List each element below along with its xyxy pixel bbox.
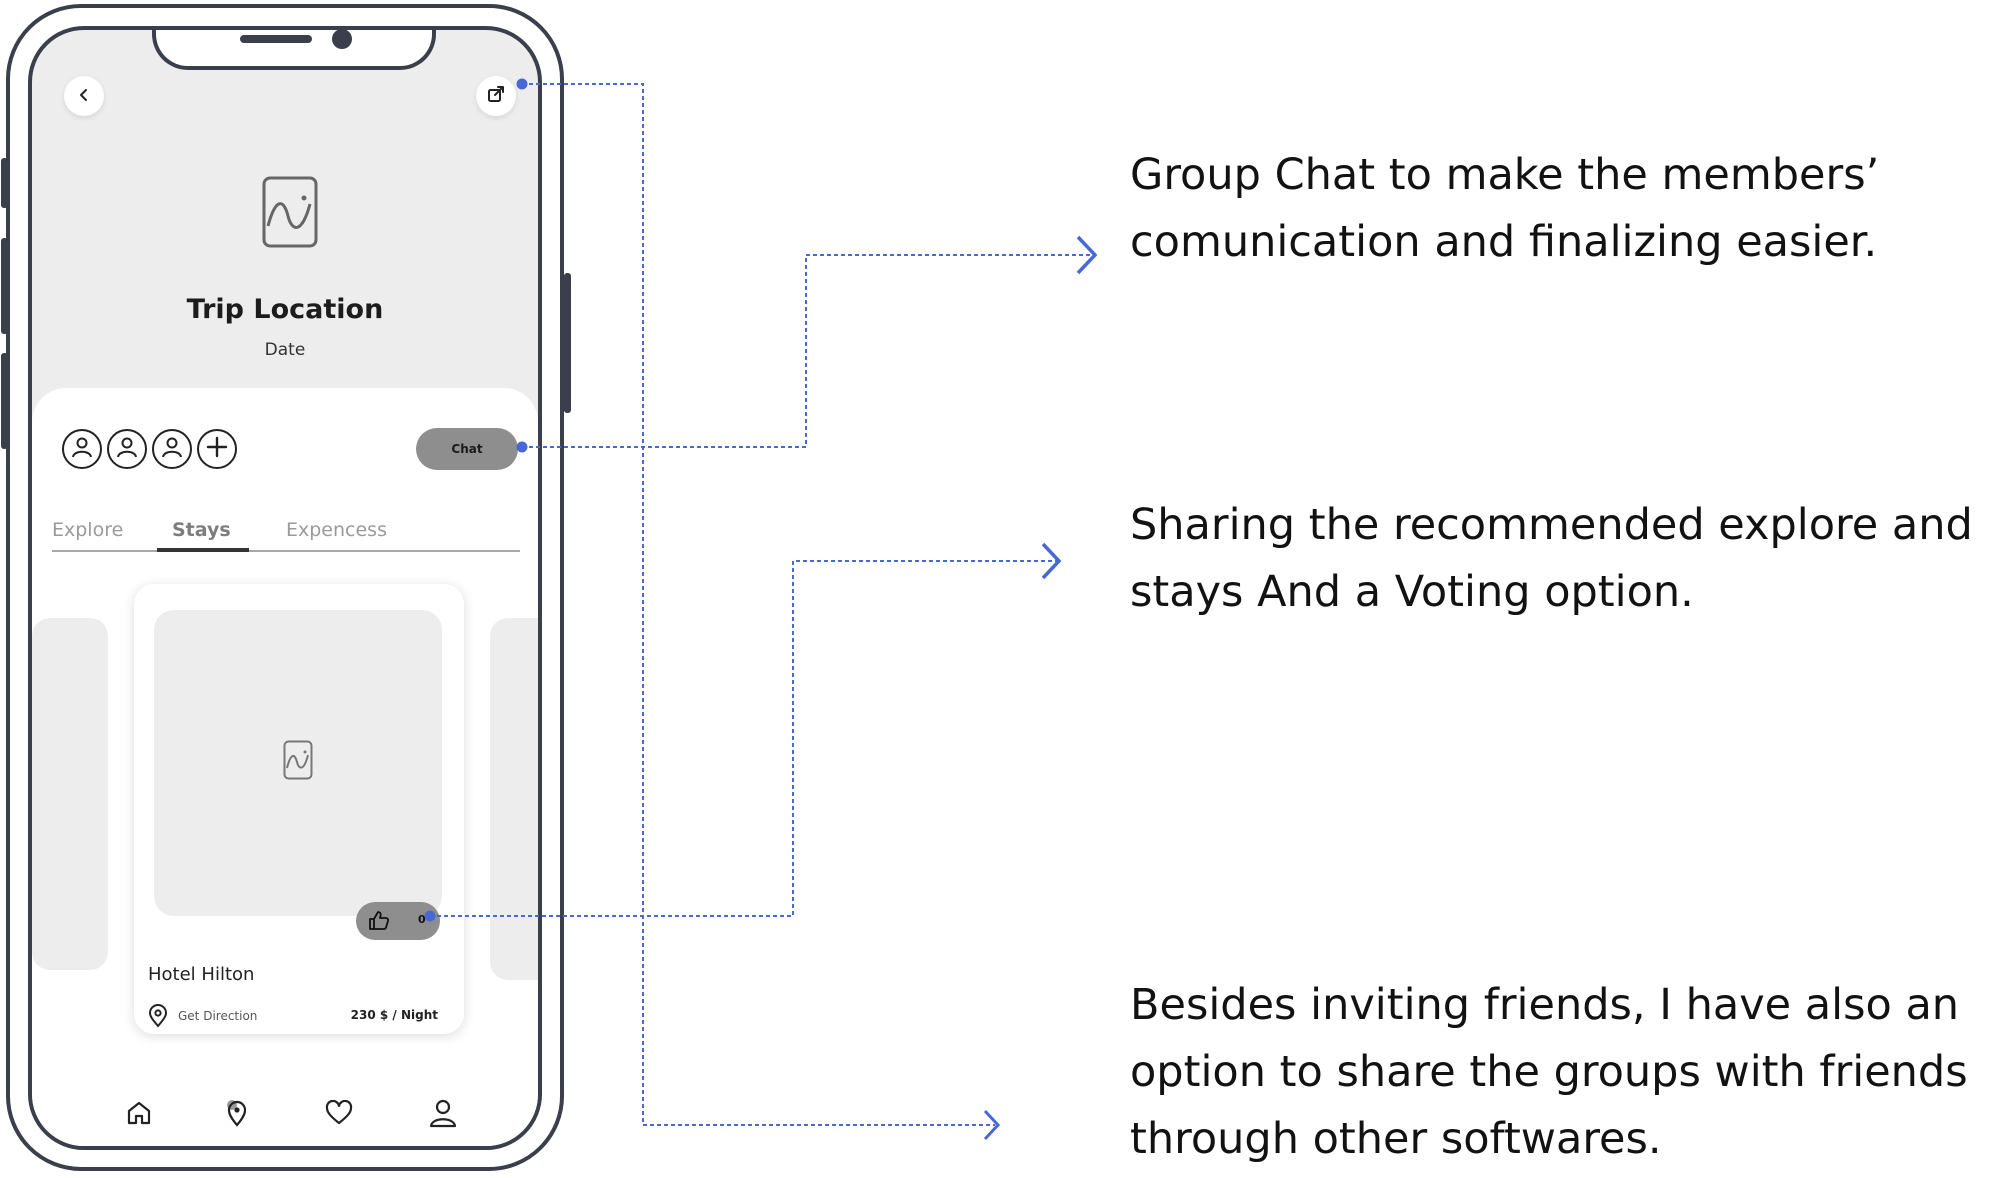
nav-favorites[interactable] — [322, 1098, 356, 1132]
chevron-left-icon — [77, 87, 91, 106]
voting-annotation: Sharing the recommended explore and stay… — [1130, 500, 1973, 617]
chat-connector-line — [522, 254, 1092, 448]
share-connector — [516, 78, 1001, 1141]
chat-connector — [516, 235, 1098, 453]
chat-arrowhead — [1076, 235, 1098, 275]
heart-icon — [325, 1099, 353, 1130]
get-direction-link[interactable]: Get Direction — [178, 1009, 258, 1023]
share-connector-line — [522, 83, 995, 1126]
share-arrowhead — [983, 1109, 1001, 1141]
camera — [332, 30, 352, 49]
trip-sheet: Chat Explore Stays Expencess 0 — [32, 388, 538, 1146]
thumbs-up-icon — [368, 910, 390, 934]
phone-frame: Trip Location Date Chat Explore Stays Ex… — [1, 4, 571, 1171]
image-placeholder-icon — [283, 740, 313, 784]
map-pin-icon — [223, 1098, 251, 1132]
profile-icon — [428, 1098, 458, 1132]
trip-image-placeholder-icon — [262, 176, 318, 252]
side-button-mute — [1, 158, 8, 208]
trip-date: Date — [264, 340, 306, 360]
nav-home[interactable] — [122, 1098, 156, 1132]
speaker — [240, 35, 312, 43]
tab-expencess[interactable]: Expencess — [286, 519, 387, 541]
member-avatar[interactable] — [107, 429, 147, 469]
tab-explore[interactable]: Explore — [52, 519, 124, 541]
vote-button[interactable]: 0 — [356, 902, 440, 940]
member-avatar[interactable] — [62, 429, 102, 469]
chat-button[interactable]: Chat — [416, 428, 518, 470]
nav-profile[interactable] — [426, 1098, 460, 1132]
share-button[interactable] — [476, 76, 516, 116]
user-icon — [160, 435, 184, 463]
side-button-volume-up — [1, 238, 8, 334]
vote-connector — [424, 542, 1062, 922]
vote-count: 0 — [418, 913, 426, 926]
user-icon — [115, 435, 139, 463]
external-link-icon — [487, 85, 505, 107]
tab-stays[interactable]: Stays — [172, 519, 231, 541]
home-icon — [125, 1099, 153, 1131]
phone-screen: Trip Location Date Chat Explore Stays Ex… — [28, 26, 542, 1150]
plus-icon — [205, 435, 229, 463]
tab-divider — [52, 550, 520, 552]
trip-title: Trip Location — [186, 294, 384, 325]
bottom-nav — [32, 1080, 538, 1146]
back-button[interactable] — [64, 76, 104, 116]
stay-card[interactable]: 0 Hotel Hilton Get Direction 230 $ / Nig… — [134, 584, 464, 1034]
side-button-volume-down — [1, 353, 8, 449]
active-tab-indicator — [157, 548, 249, 552]
previous-stay-card[interactable] — [32, 618, 108, 970]
nav-map[interactable] — [220, 1098, 254, 1132]
location-pin-icon — [148, 1004, 168, 1032]
chat-annotation: Group Chat to make the members’ comunica… — [1130, 150, 1880, 267]
hotel-name: Hotel Hilton — [148, 964, 255, 985]
member-avatar[interactable] — [152, 429, 192, 469]
price-per-night: 230 $ / Night — [350, 1008, 438, 1022]
stay-image — [154, 610, 442, 916]
vote-connector-line — [430, 560, 1057, 917]
add-member-button[interactable] — [197, 429, 237, 469]
share-annotation: Besides inviting friends, I have also an… — [1130, 980, 1968, 1164]
side-button-power — [564, 273, 571, 413]
next-stay-card[interactable] — [490, 618, 538, 980]
vote-arrowhead — [1041, 542, 1062, 580]
user-icon — [70, 435, 94, 463]
